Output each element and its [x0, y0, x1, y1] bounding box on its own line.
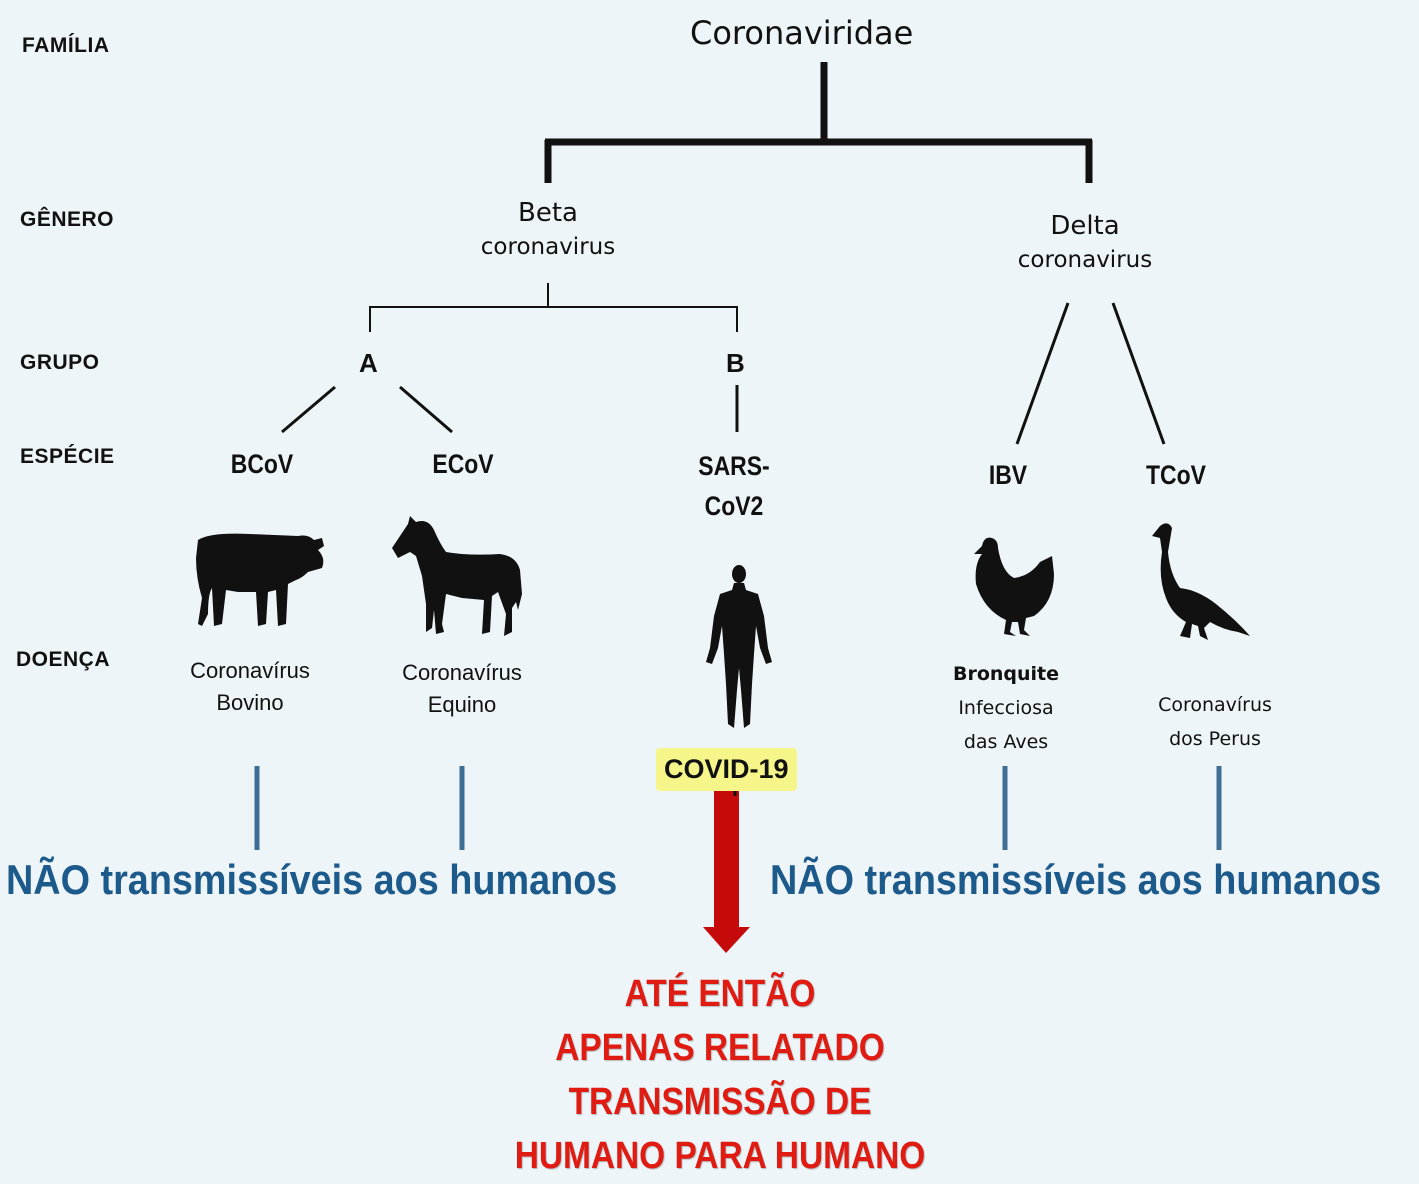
- species-sars-cov2: SARS- CoV2: [692, 446, 777, 526]
- disease-ibv: Bronquite Infecciosa das Aves: [906, 657, 1106, 759]
- alert-line-4: HUMANO PARA HUMANO: [514, 1135, 926, 1177]
- label-genero: GÊNERO: [20, 208, 115, 231]
- disease-bcov: Coronavírus Bovino: [150, 655, 350, 719]
- disease-ecov: Coronavírus Equino: [362, 657, 562, 721]
- disease-ecov-line2: Equino: [427, 692, 497, 717]
- alert-line-2: APENAS RELATADO: [555, 1027, 885, 1069]
- species-sars-line1: SARS-: [698, 451, 770, 481]
- red-arrow-shaft: [714, 790, 739, 928]
- cow-icon: [196, 533, 324, 626]
- species-sars-line2: CoV2: [704, 491, 764, 521]
- disease-ecov-line1: Coronavírus: [402, 660, 522, 685]
- disease-bcov-line2: Bovino: [216, 690, 284, 715]
- not-transmissible-left: NÃO transmissíveis aos humanos: [6, 856, 618, 903]
- red-arrow-head: [703, 927, 750, 953]
- genus-beta: Beta coronavirus: [448, 198, 648, 260]
- chicken-icon: [974, 537, 1054, 636]
- disease-ibv-line1: Bronquite: [952, 663, 1060, 685]
- disease-tcov-line2: dos Perus: [1169, 728, 1261, 750]
- disease-ibv-line2: Infecciosa: [958, 697, 1054, 719]
- disease-bcov-line1: Coronavírus: [190, 658, 310, 683]
- genus-beta-name: Beta: [518, 198, 578, 228]
- group-b: B: [726, 348, 745, 378]
- species-ibv: IBV: [988, 460, 1028, 490]
- genus-delta-sub: coronavirus: [1017, 247, 1153, 273]
- genus-delta-name: Delta: [1050, 211, 1120, 241]
- disease-ibv-line3: das Aves: [963, 731, 1049, 753]
- alert-text: ATÉ ENTÃO APENAS RELATADO TRANSMISSÃO DE…: [456, 967, 984, 1183]
- label-familia: FAMÍLIA: [22, 34, 110, 57]
- species-ecov: ECoV: [432, 449, 494, 479]
- label-especie: ESPÉCIE: [20, 445, 115, 468]
- not-transmissible-right: NÃO transmissíveis aos humanos: [770, 856, 1382, 903]
- disease-tcov: Coronavírus dos Perus: [1115, 688, 1315, 756]
- alert-line-1: ATÉ ENTÃO: [624, 973, 816, 1015]
- alert-line-3: TRANSMISSÃO DE: [568, 1081, 872, 1123]
- genus-beta-sub: coronavirus: [480, 234, 616, 260]
- family-title: Coronaviridae: [690, 14, 914, 52]
- horse-icon: [392, 516, 522, 636]
- species-bcov: BCoV: [230, 449, 294, 479]
- species-tcov: TCoV: [1146, 460, 1206, 490]
- label-doenca: DOENÇA: [16, 648, 111, 671]
- disease-covid19: COVID-19: [656, 748, 797, 791]
- genus-delta: Delta coronavirus: [985, 211, 1185, 273]
- group-a: A: [359, 348, 378, 378]
- disease-tcov-line1: Coronavírus: [1158, 694, 1272, 716]
- human-icon: [706, 565, 772, 728]
- label-grupo: GRUPO: [20, 351, 100, 374]
- turkey-icon: [1152, 523, 1250, 640]
